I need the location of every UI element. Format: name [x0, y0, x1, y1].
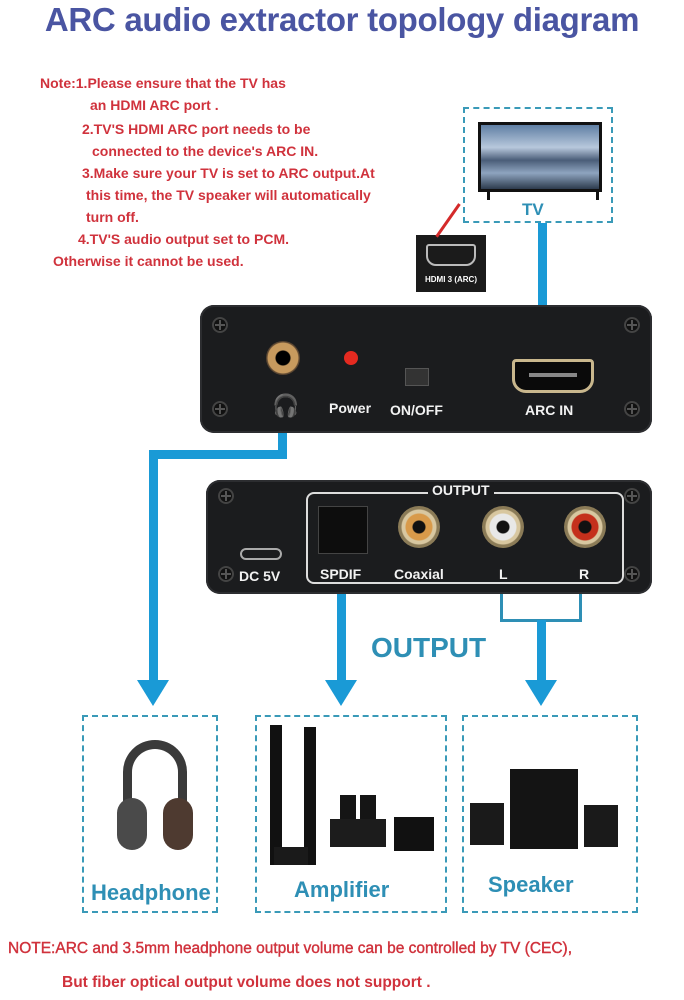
- hdmi-port-label: HDMI 3 (ARC): [425, 275, 477, 284]
- headphone-box: [82, 715, 218, 913]
- hdmi-pins: [529, 373, 577, 377]
- note-line: turn off.: [86, 209, 139, 225]
- right-label: R: [579, 566, 590, 582]
- note-line: Otherwise it cannot be used.: [53, 253, 244, 269]
- speaker-box: [462, 715, 638, 913]
- subwoofer: [394, 817, 434, 851]
- satellite-speaker: [340, 795, 356, 819]
- tv-box: [463, 107, 613, 223]
- screw-icon: [212, 401, 228, 417]
- power-led: [344, 351, 358, 365]
- page-title: ARC audio extractor topology diagram: [44, 1, 640, 38]
- headphone-arrow-line: [278, 433, 287, 459]
- speaker-arrow-head: [525, 680, 557, 706]
- tv-stand: [487, 192, 599, 200]
- arc-arrow-line: [538, 223, 547, 318]
- screw-icon: [624, 317, 640, 333]
- spdif-label: SPDIF: [320, 566, 362, 582]
- headphone-arrow-line: [149, 450, 287, 459]
- ear-cup: [163, 798, 193, 850]
- amplifier-image: [262, 725, 442, 870]
- output-label: OUTPUT: [371, 632, 487, 663]
- spdif-arrow-line: [337, 594, 346, 686]
- hdmi-port-icon: [426, 244, 476, 266]
- headband: [123, 740, 187, 810]
- footer-note-line2: But fiber optical output volume does not…: [62, 974, 431, 991]
- screw-icon: [624, 401, 640, 417]
- arc-in-label: ARC IN: [525, 402, 574, 418]
- subwoofer: [510, 769, 578, 849]
- tv-label: TV: [522, 200, 544, 219]
- headphone-label: Headphone: [91, 880, 211, 905]
- satellite-speaker: [584, 805, 618, 847]
- power-switch[interactable]: [405, 368, 429, 386]
- note-line: 2.TV'S HDMI ARC port needs to be: [82, 121, 311, 137]
- satellite-speaker: [470, 803, 504, 845]
- ear-cup: [117, 798, 147, 850]
- speaker-image: [470, 765, 630, 855]
- hdmi-arc-port: HDMI 3 (ARC): [416, 235, 486, 292]
- coaxial-port: [398, 506, 440, 548]
- note-line: an HDMI ARC port .: [90, 97, 219, 113]
- av-receiver: [330, 819, 386, 847]
- right-audio-port: [564, 506, 606, 548]
- tv-image: [478, 122, 602, 192]
- satellite-speaker: [360, 795, 376, 819]
- footer-note-line1: NOTE:ARC and 3.5mm headphone output volu…: [8, 940, 573, 957]
- coaxial-label: Coaxial: [394, 566, 444, 582]
- note-line: Note:1.Please ensure that the TV has: [40, 75, 286, 91]
- screw-icon: [218, 566, 234, 582]
- left-audio-port: [482, 506, 524, 548]
- note-line: 4.TV'S audio output set to PCM.: [78, 231, 289, 247]
- note-line: connected to the device's ARC IN.: [92, 143, 319, 159]
- amplifier-box: [255, 715, 447, 913]
- lr-bracket: [500, 594, 582, 622]
- amplifier-label: Amplifier: [294, 877, 390, 902]
- tower-speaker: [304, 727, 316, 865]
- screw-icon: [218, 488, 234, 504]
- spdif-arrow-head: [325, 680, 357, 706]
- headphone-arrow-head: [137, 680, 169, 706]
- center-speaker: [274, 847, 308, 865]
- micro-usb-port: [240, 548, 282, 560]
- headphone-arrow-line: [149, 450, 158, 685]
- left-label: L: [499, 566, 508, 582]
- speaker-label: Speaker: [488, 872, 574, 897]
- output-header: OUTPUT: [428, 482, 494, 498]
- back-panel: DC 5V OUTPUT SPDIF Coaxial L R: [206, 480, 652, 594]
- arc-in-port: [512, 359, 594, 393]
- spdif-port: [318, 506, 368, 554]
- screw-icon: [624, 488, 640, 504]
- headphone-image: [115, 740, 195, 860]
- front-panel: 🎧 Power ON/OFF ARC IN: [200, 305, 652, 433]
- switch-label: ON/OFF: [390, 402, 443, 418]
- note-line: this time, the TV speaker will automatic…: [86, 187, 371, 203]
- screw-icon: [212, 317, 228, 333]
- red-pointer-arrow: [435, 203, 461, 238]
- power-label: Power: [329, 400, 372, 416]
- dc-label: DC 5V: [239, 568, 281, 584]
- screw-icon: [624, 566, 640, 582]
- headphone-jack: [266, 341, 300, 375]
- speaker-arrow-line: [537, 620, 546, 686]
- note-line: 3.Make sure your TV is set to ARC output…: [82, 165, 375, 181]
- headphone-icon: 🎧: [272, 393, 300, 418]
- tower-speaker: [270, 725, 282, 865]
